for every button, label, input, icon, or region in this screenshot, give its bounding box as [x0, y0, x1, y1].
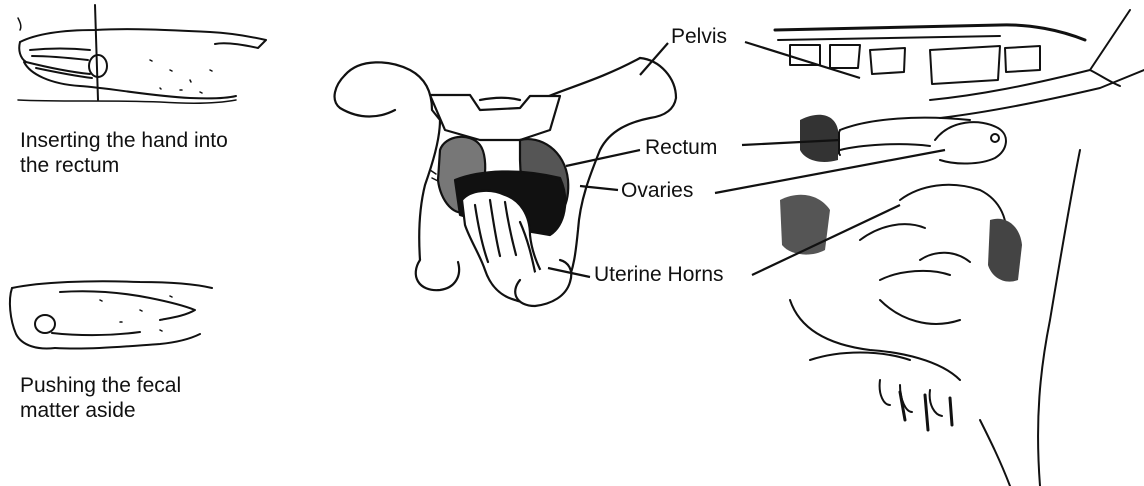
pushing-fecal-caption: Pushing the fecal matter aside: [20, 373, 181, 423]
inserting-hand-caption-line-2: the rectum: [20, 153, 228, 178]
rectum-label: Rectum: [645, 136, 717, 160]
ovaries-label: Ovaries: [621, 179, 693, 203]
uterine-horns-label: Uterine Horns: [594, 263, 724, 287]
hand-insertion-illustration: [18, 5, 266, 103]
pushing-fecal-caption-line-2: matter aside: [20, 398, 181, 423]
leader-lines: [548, 42, 945, 277]
pelvis-label: Pelvis: [671, 25, 727, 49]
animal-side-illustration: [775, 10, 1144, 486]
pelvis-leader-right: [745, 42, 860, 78]
inserting-hand-caption-line-1: Inserting the hand into: [20, 128, 228, 153]
fecal-push-illustration: [10, 281, 212, 348]
inserting-hand-caption: Inserting the hand into the rectum: [20, 128, 228, 178]
pushing-fecal-caption-line-1: Pushing the fecal: [20, 373, 181, 398]
